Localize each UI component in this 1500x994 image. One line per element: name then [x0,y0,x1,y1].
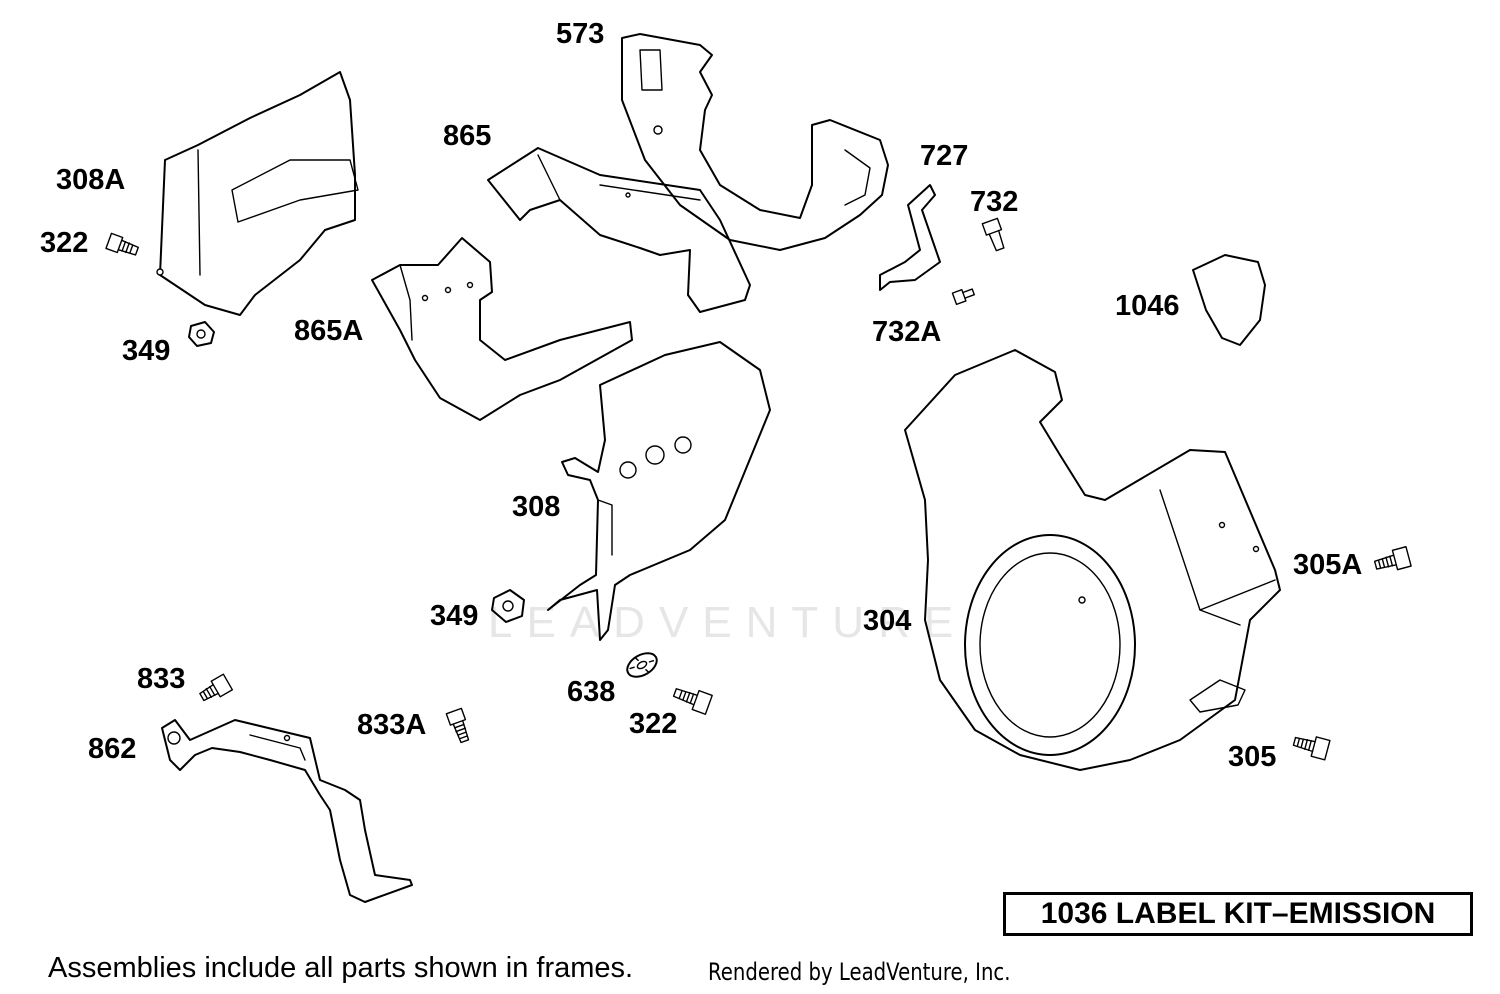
part-308A-shield[interactable] [156,71,359,316]
callout-573[interactable]: 573 [556,18,605,50]
nut-icon[interactable] [491,589,525,623]
bolt-icon[interactable] [1373,546,1412,575]
bolt-icon[interactable] [445,707,472,744]
nut-icon[interactable] [188,321,215,347]
callout-308A[interactable]: 308A [56,164,126,196]
part-1046-label[interactable] [1192,254,1266,346]
part-573-bracket[interactable] [621,33,889,251]
kit-label-text: 1036 LABEL KIT–EMISSION [1040,897,1436,930]
callout-732A[interactable]: 732A [872,316,942,348]
callout-305A[interactable]: 305A [1293,549,1363,581]
callout-305[interactable]: 305 [1228,741,1277,773]
callout-638[interactable]: 638 [567,676,616,708]
callout-833A[interactable]: 833A [357,709,427,741]
callout-862[interactable]: 862 [88,733,137,765]
bolt-icon[interactable] [981,217,1007,252]
washer-icon[interactable] [623,648,661,681]
assemblies-footnote: Assemblies include all parts shown in fr… [48,952,634,984]
bolt-icon[interactable] [105,232,140,258]
callout-833[interactable]: 833 [137,663,186,695]
callout-865A[interactable]: 865A [294,315,364,347]
watermark-text: LEADVENTURE [488,598,968,647]
callout-304[interactable]: 304 [863,605,912,637]
callout-322-bottom[interactable]: 322 [629,708,678,740]
callout-865[interactable]: 865 [443,120,492,152]
part-865A-shroud[interactable] [371,237,633,421]
bolt-icon[interactable] [951,286,976,306]
callout-727[interactable]: 727 [920,140,969,172]
callout-1046[interactable]: 1046 [1115,290,1180,322]
bolt-icon[interactable] [197,673,234,705]
callout-308[interactable]: 308 [512,491,561,523]
part-862-bracket[interactable] [161,719,413,903]
render-credit: Rendered by LeadVenture, Inc. [708,958,1011,986]
kit-label-frame[interactable]: 1036 LABEL KIT–EMISSION [1003,892,1473,936]
part-304-housing[interactable] [904,349,1281,771]
callout-322-top[interactable]: 322 [40,227,89,259]
part-865-shroud[interactable] [487,147,751,313]
part-308-bracket[interactable] [547,341,771,641]
callout-349-mid[interactable]: 349 [430,600,479,632]
bolt-icon[interactable] [1292,732,1331,761]
callout-732[interactable]: 732 [970,186,1019,218]
callout-349-top[interactable]: 349 [122,335,171,367]
part-727-bracket[interactable] [879,184,941,291]
bolt-icon[interactable] [672,683,713,715]
